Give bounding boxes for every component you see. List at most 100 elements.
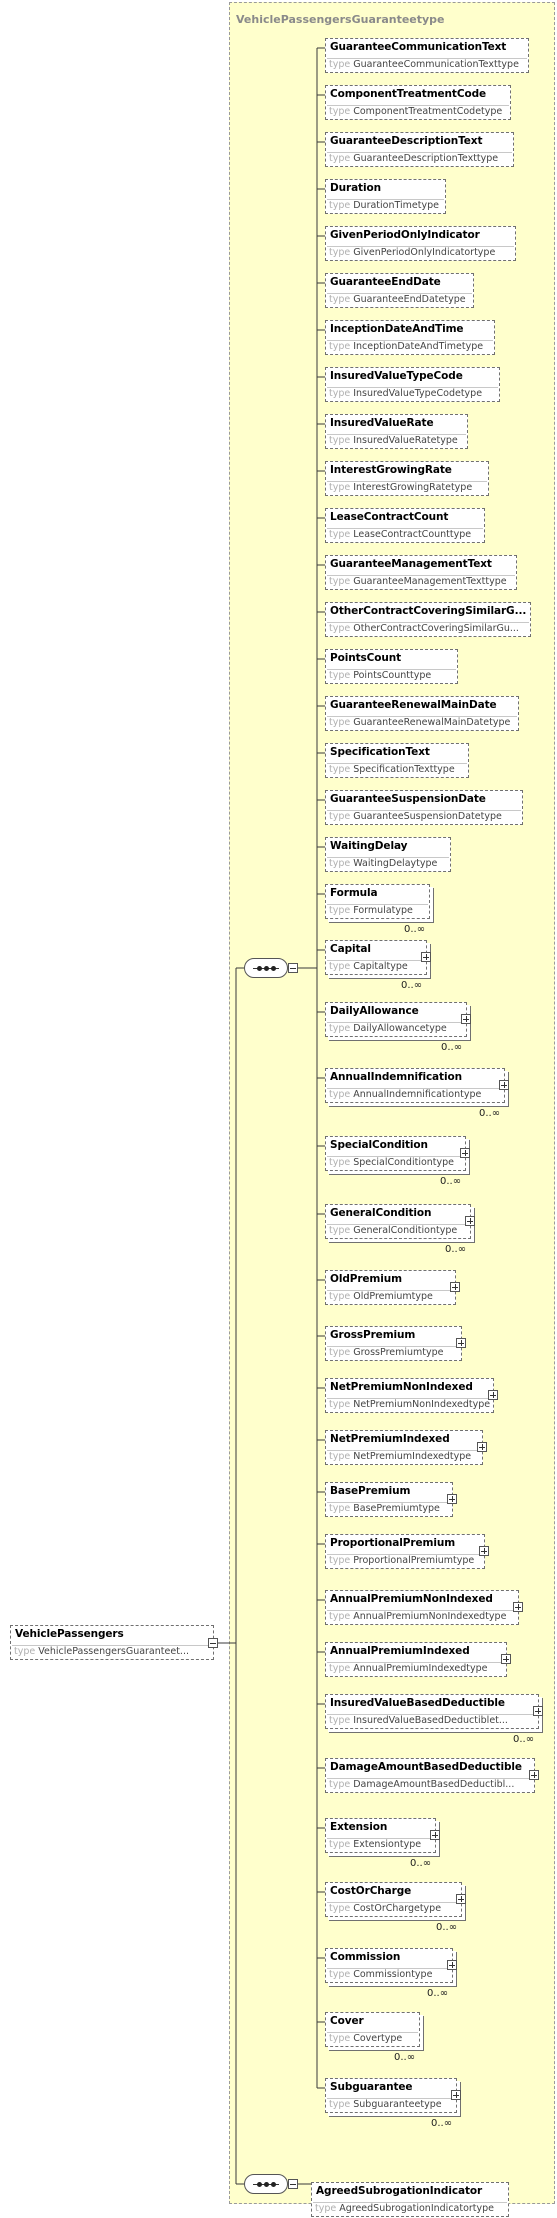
expand-icon[interactable] xyxy=(447,1494,457,1504)
cardinality-label: 0..∞ xyxy=(440,1176,462,1187)
sequence-collapse-icon[interactable] xyxy=(288,963,298,973)
element-type: NetPremiumIndexedtype xyxy=(353,1451,472,1462)
element-type: GuaranteeDescriptionTexttype xyxy=(353,153,499,164)
type-keyword: type xyxy=(329,811,351,822)
element-name: InsuredValueRate xyxy=(330,417,434,429)
sequence-compositor-icon[interactable] xyxy=(244,958,288,978)
type-keyword: type xyxy=(329,1839,351,1850)
element-name: Cover xyxy=(330,2015,364,2027)
type-keyword: type xyxy=(329,435,351,446)
choice-collapse-icon[interactable] xyxy=(288,2179,298,2189)
expand-icon[interactable] xyxy=(447,1960,457,1970)
expand-icon[interactable] xyxy=(451,2090,461,2100)
type-keyword: type xyxy=(329,905,351,916)
element-type: GuaranteeEndDatetype xyxy=(353,294,466,305)
expand-icon[interactable] xyxy=(421,952,431,962)
element-type: GeneralConditiontype xyxy=(353,1225,458,1236)
element-name: NetPremiumIndexed xyxy=(330,1433,450,1445)
element-name: GeneralCondition xyxy=(330,1207,432,1219)
expand-icon[interactable] xyxy=(456,1894,466,1904)
expand-icon[interactable] xyxy=(461,1014,471,1024)
cardinality-label: 0..∞ xyxy=(427,1988,449,1999)
element-type: Subguaranteetype xyxy=(353,2099,442,2110)
expand-icon[interactable] xyxy=(513,1602,523,1612)
expand-icon[interactable] xyxy=(465,1216,475,1226)
element-type: DamageAmountBasedDeductibl... xyxy=(353,1779,515,1790)
expand-icon[interactable] xyxy=(460,1148,470,1158)
expand-icon[interactable] xyxy=(499,1080,509,1090)
cardinality-label: 0..∞ xyxy=(431,2118,453,2129)
cardinality-label: 0..∞ xyxy=(394,2052,416,2063)
choice-compositor-icon[interactable] xyxy=(244,2174,288,2194)
element-type: GuaranteeCommunicationTexttype xyxy=(353,59,519,70)
element-type: Extensiontype xyxy=(353,1839,422,1850)
expand-icon[interactable] xyxy=(479,1546,489,1556)
expand-icon[interactable] xyxy=(529,1770,539,1780)
cardinality-label: 0..∞ xyxy=(436,1922,458,1933)
expand-icon[interactable] xyxy=(456,1338,466,1348)
expand-icon[interactable] xyxy=(533,1706,543,1716)
type-keyword: type xyxy=(329,961,351,972)
root-collapse-icon[interactable] xyxy=(208,1638,218,1648)
element-type: InterestGrowingRatetype xyxy=(353,482,473,493)
expand-icon[interactable] xyxy=(477,1442,487,1452)
expand-icon[interactable] xyxy=(450,1282,460,1292)
expand-icon[interactable] xyxy=(501,1654,511,1664)
type-keyword: type xyxy=(329,1555,351,1566)
expand-icon[interactable] xyxy=(488,1390,498,1400)
expand-icon[interactable] xyxy=(430,1830,440,1840)
